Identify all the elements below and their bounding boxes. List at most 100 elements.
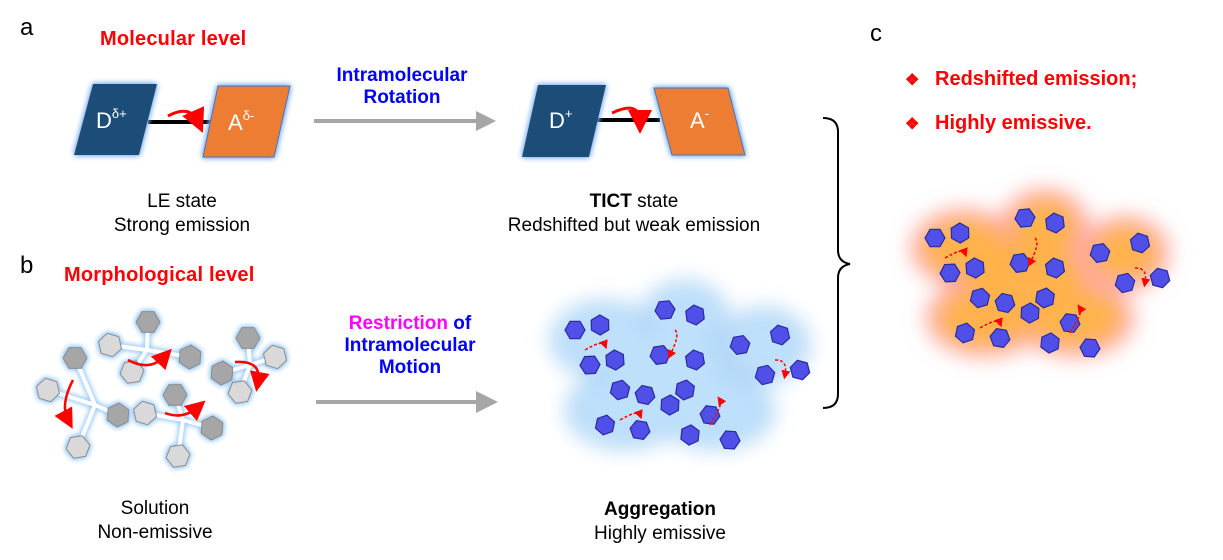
restriction-label: Restriction of Intramolecular Motion: [320, 313, 500, 379]
bullet-item-1: ❖Redshifted emission;: [905, 68, 1137, 91]
phenyl-ring: [699, 405, 721, 425]
phenyl-ring: [106, 402, 130, 428]
rotation-arrow-icon: [709, 396, 727, 426]
phenyl-ring: [969, 287, 991, 309]
solution-molecule: [210, 327, 288, 404]
phenyl-ring: [754, 364, 776, 386]
donor-box: [522, 85, 606, 157]
arrow-label-line-2: Rotation: [363, 87, 441, 108]
phenyl-ring: [579, 355, 601, 375]
phenyl-ring: [1089, 242, 1111, 264]
bullet-text: Highly emissive.: [935, 112, 1092, 134]
phenyl-ring: [965, 257, 985, 279]
phenyl-ring: [684, 349, 706, 371]
solution-molecule: [132, 384, 224, 468]
rotation-arrow-icon: [127, 348, 172, 371]
phenyl-ring: [262, 344, 288, 370]
phenyl-ring: [1129, 232, 1151, 254]
restriction-of-motion-arrow: [316, 391, 498, 413]
rotation-arrow-icon: [1134, 267, 1151, 288]
tict-state-caption: TICT state Redshifted but weak emission: [484, 190, 784, 238]
intramolecular-rotation-arrow: [314, 111, 496, 131]
phenyl-ring: [1045, 212, 1065, 234]
rotation-arrow-icon: [611, 106, 652, 134]
tict-state-molecule: [522, 85, 746, 157]
rotation-arrow-icon: [944, 247, 968, 259]
phenyl-ring: [1149, 267, 1171, 289]
aggregation-bold: Aggregation: [604, 499, 716, 520]
phenyl-ring: [1014, 208, 1036, 228]
aggregate-red-glow: [910, 188, 1171, 358]
phenyl-ring: [1040, 332, 1060, 354]
rotation-arrow-icon: [584, 339, 608, 351]
phenyl-ring: [950, 222, 970, 244]
phenyl-ring: [954, 322, 976, 344]
tict-rest: state: [631, 191, 679, 212]
acceptor-label-le: Aδ-: [228, 108, 255, 135]
rotation-arrow-icon: [164, 400, 206, 422]
tict-bold: TICT: [589, 191, 632, 212]
le-state-caption: LE state Strong emission: [82, 190, 282, 238]
phenyl-ring: [769, 324, 791, 346]
rotation-arrow-icon: [1069, 304, 1087, 334]
phenyl-ring: [939, 263, 961, 283]
phenyl-ring: [605, 349, 625, 371]
rotation-arrow-icon: [667, 329, 678, 360]
phenyl-ring: [135, 311, 161, 333]
panel-label-b: b: [20, 252, 34, 279]
caption-line-1: Solution: [120, 498, 190, 519]
curly-brace: [822, 117, 851, 409]
phenyl-ring: [685, 304, 705, 326]
phenyl-ring: [1059, 313, 1081, 333]
caption-line-1: LE state: [147, 191, 217, 212]
phenyl-ring: [924, 228, 946, 248]
phenyl-ring: [1044, 257, 1066, 279]
phenyl-ring: [680, 424, 700, 446]
aggregate-blue-glow: [550, 280, 811, 450]
solution-molecules: [35, 311, 288, 468]
phenyl-ring: [97, 332, 123, 358]
arrow-label-line-3: Motion: [378, 357, 442, 378]
phenyl-ring: [178, 344, 202, 370]
phenyl-ring: [634, 384, 656, 406]
caption-line-2: Redshifted but weak emission: [507, 215, 761, 236]
phenyl-ring: [564, 320, 586, 340]
phenyl-ring: [729, 334, 751, 356]
acceptor-box: [202, 85, 291, 158]
solution-molecule: [35, 347, 130, 459]
phenyl-ring: [200, 415, 224, 441]
phenyl-ring: [719, 430, 741, 450]
morphological-level-heading: Morphological level: [64, 264, 255, 286]
phenyl-ring: [1035, 287, 1055, 309]
phenyl-ring: [227, 380, 253, 404]
aggregation-caption: Aggregation Highly emissive: [560, 498, 760, 546]
donor-box: [74, 84, 157, 155]
phenyl-ring: [119, 360, 145, 384]
phenyl-ring: [989, 327, 1011, 349]
phenyl-ring: [629, 419, 651, 441]
phenyl-ring: [590, 314, 610, 336]
phenyl-ring: [1020, 302, 1040, 324]
donor-label-tict: D+: [549, 106, 573, 133]
rotation-arrow-icon: [619, 409, 643, 421]
panel-label-c: c: [870, 20, 882, 47]
phenyl-ring: [210, 360, 234, 386]
acceptor-label-tict: A-: [690, 106, 710, 133]
caption-line-2: Strong emission: [113, 215, 251, 236]
phenyl-ring: [1079, 338, 1101, 358]
phenyl-ring: [162, 384, 188, 406]
phenyl-ring: [654, 300, 676, 320]
phenyl-ring: [35, 377, 61, 403]
rotation-arrow-icon: [167, 106, 205, 133]
solution-caption: Solution Non-emissive: [55, 497, 255, 545]
phenyl-ring: [62, 347, 88, 369]
caption-line-2: Highly emissive: [594, 523, 726, 544]
phenyl-ring: [65, 435, 91, 459]
panel-label-a: a: [20, 14, 34, 41]
rotation-arrow-icon: [774, 359, 791, 380]
diamond-bullet-icon: ❖: [905, 72, 920, 89]
solution-molecule: [97, 311, 202, 384]
caption-line-2: Non-emissive: [97, 522, 213, 543]
rotation-arrow-icon: [979, 317, 1003, 329]
